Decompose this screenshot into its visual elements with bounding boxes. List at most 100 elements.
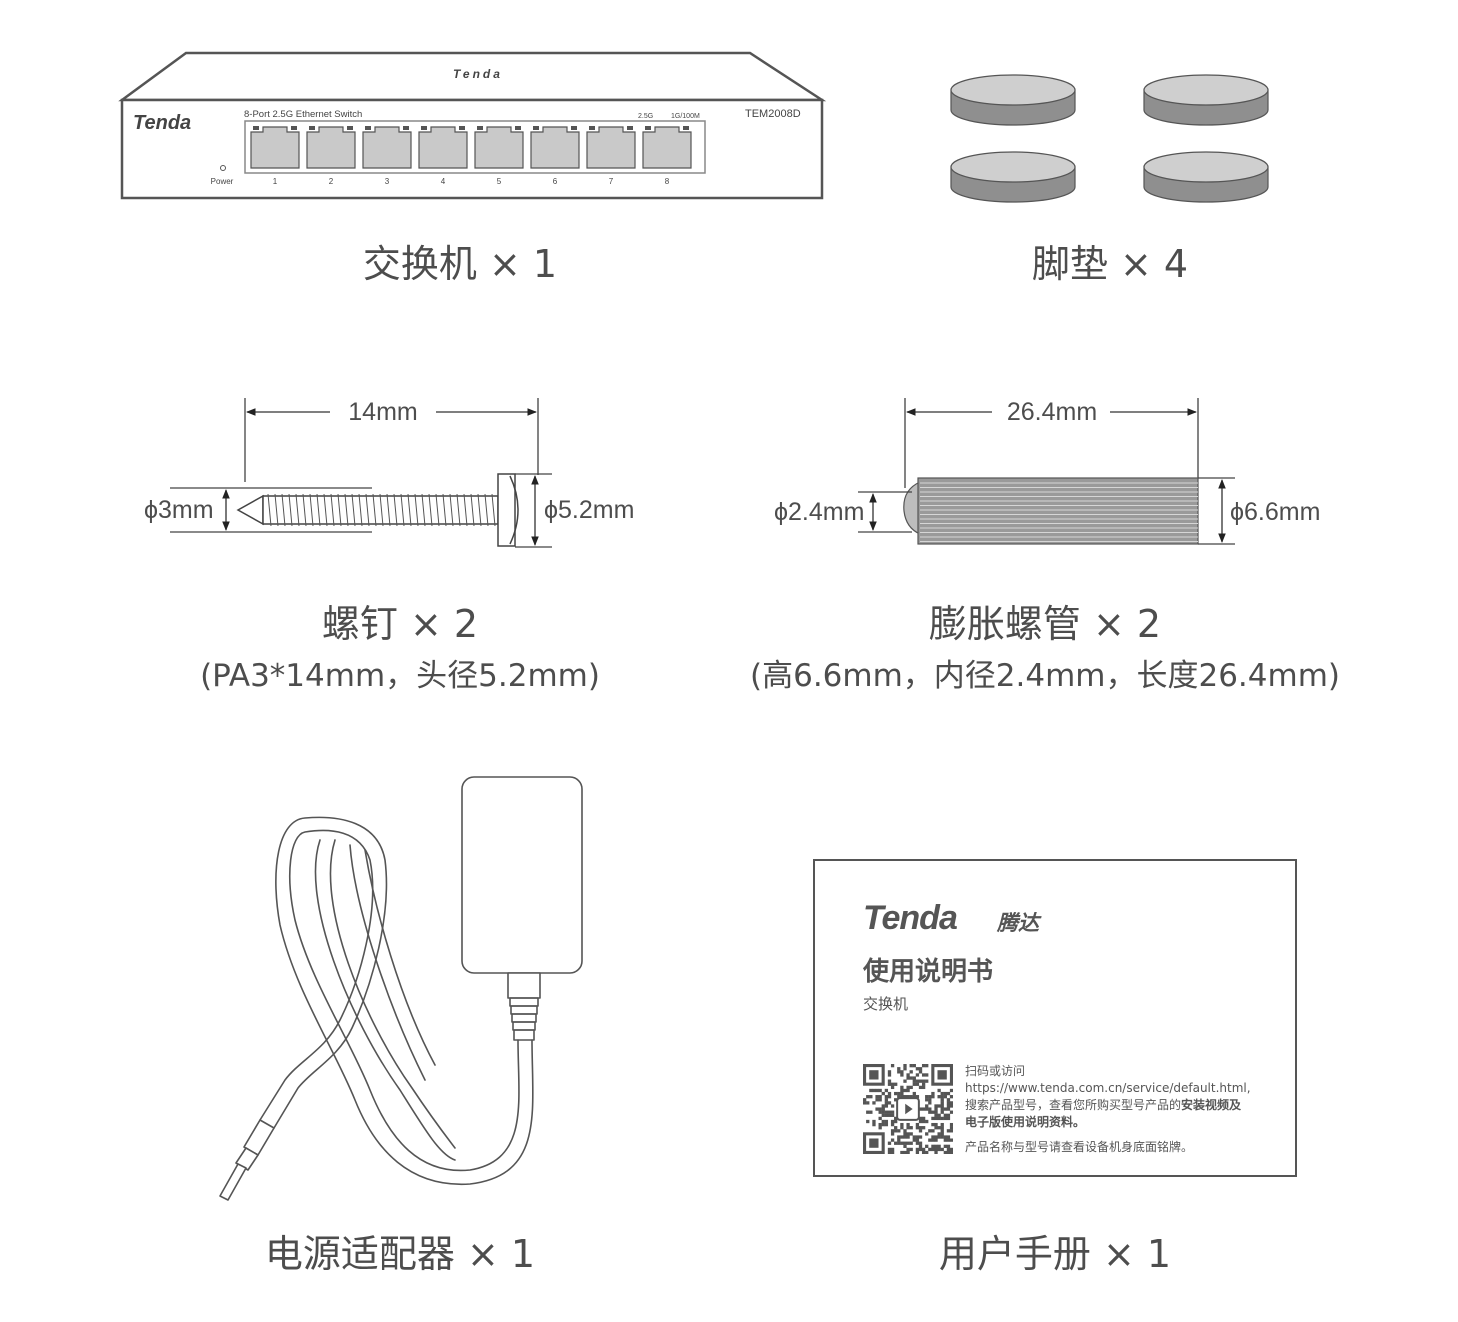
thread-line — [463, 493, 468, 527]
dc-plug-tip — [219, 1163, 247, 1201]
power-led-icon — [220, 165, 226, 171]
manual-brand-cn: 腾达 — [997, 911, 1039, 935]
port-number-label: 2 — [329, 177, 334, 186]
manual-line-nameplate: 产品名称与型号请查看设备机身底面铭牌。 — [965, 1140, 1194, 1154]
manual-brand-logo: Tenda — [863, 899, 958, 937]
adapter-body — [461, 776, 583, 974]
manual-line-docs: 电子版使用说明资料。 — [965, 1114, 1285, 1131]
port-led-left-icon — [589, 126, 595, 130]
switch-product-line: 8-Port 2.5G Ethernet Switch — [244, 109, 362, 120]
screw-shaft-diameter-label: ϕ3mm — [144, 496, 214, 524]
thread-line — [386, 493, 391, 527]
manual-subtitle: 交换机 — [863, 995, 909, 1013]
thread-line — [323, 493, 328, 527]
switch-caption: 交换机 × 1 — [362, 242, 558, 286]
manual-line-search-bold: 安装视频及 — [1181, 1098, 1242, 1112]
thread-line — [470, 493, 475, 527]
port-led-right-icon — [403, 126, 409, 130]
port-led-left-icon — [645, 126, 651, 130]
thread-line — [330, 493, 335, 527]
power-label: Power — [211, 177, 234, 186]
switch-model: TEM2008D — [745, 108, 801, 120]
thread-line — [400, 493, 405, 527]
thread-line — [302, 493, 307, 527]
screw-illustration: 14mm ϕ3mm ϕ5.2mm — [144, 398, 634, 548]
thread-line — [435, 493, 440, 527]
thread-line — [337, 493, 342, 527]
thread-line — [456, 493, 461, 527]
switch-speed-label-1: 2.5G — [638, 113, 653, 120]
port-led-right-icon — [459, 126, 465, 130]
user-manual-card: Tenda 腾达 使用说明书 交换机 扫码或访问 https://www.ten… — [813, 859, 1297, 1177]
ethernet-port-8 — [642, 126, 692, 169]
port-led-left-icon — [477, 126, 483, 130]
thread-line — [281, 493, 286, 527]
ethernet-port-5 — [474, 126, 524, 169]
manual-line-search-normal: 搜索产品型号，查看您所购买型号产品的 — [965, 1098, 1182, 1112]
ethernet-port-2 — [306, 126, 356, 169]
port-led-right-icon — [627, 126, 633, 130]
anchor-tip — [903, 481, 921, 535]
adapter-cable-outer — [259, 829, 520, 1172]
port-led-right-icon — [291, 126, 297, 130]
anchor-inner-diameter-label: ϕ2.4mm — [774, 498, 864, 526]
foot-pads-illustration — [950, 74, 1269, 203]
port-number-label: 3 — [385, 177, 390, 186]
switch-top-logo: Tenda — [453, 67, 503, 81]
qr-code-icon — [863, 1064, 953, 1154]
adapter-cable-loop-c — [349, 844, 426, 1081]
thread-line — [358, 493, 363, 527]
thread-line — [274, 493, 279, 527]
port-led-right-icon — [515, 126, 521, 130]
port-led-left-icon — [365, 126, 371, 130]
screw-threads — [267, 493, 496, 527]
anchor-length-label: 26.4mm — [1007, 398, 1097, 426]
anchor-outer-diameter-label: ϕ6.6mm — [1230, 498, 1320, 526]
ethernet-port-3 — [362, 126, 412, 169]
thread-line — [491, 493, 496, 527]
foot-pad — [1143, 74, 1269, 126]
thread-line — [295, 493, 300, 527]
port-number-label: 1 — [273, 177, 278, 186]
thread-line — [414, 493, 419, 527]
port-frame — [244, 120, 706, 174]
screw-length-label: 14mm — [348, 398, 417, 426]
adapter-strain-relief — [507, 972, 541, 999]
thread-line — [421, 493, 426, 527]
dc-plug-collar — [235, 1147, 259, 1171]
screw-head — [497, 473, 516, 547]
thread-line — [379, 493, 384, 527]
screw-spec: (PA3*14mm，头径5.2mm) — [200, 658, 600, 694]
port-led-left-icon — [253, 126, 259, 130]
thread-line — [351, 493, 356, 527]
adapter-cable-inner — [273, 816, 534, 1185]
screw-caption: 螺钉 × 2 — [321, 602, 479, 646]
port-led-left-icon — [421, 126, 427, 130]
thread-line — [442, 493, 447, 527]
adapter-cable-ridges — [509, 997, 539, 1041]
port-number-label: 7 — [609, 177, 614, 186]
adapter-cable-loop-b — [329, 839, 456, 1149]
user-manual-caption: 用户手册 × 1 — [938, 1232, 1172, 1276]
thread-line — [288, 493, 293, 527]
power-adapter-illustration — [219, 776, 583, 1201]
screw-head-diameter-label: ϕ5.2mm — [544, 496, 634, 524]
foot-pad — [950, 74, 1076, 126]
thread-line — [449, 493, 454, 527]
adapter-cable-loop-d — [364, 849, 436, 1066]
thread-line — [344, 493, 349, 527]
thread-line — [365, 493, 370, 527]
thread-line — [372, 493, 377, 527]
port-group — [250, 126, 692, 169]
anchor-ribs — [920, 482, 1198, 542]
anchor-illustration: 26.4mm ϕ2.4mm ϕ6.6mm — [774, 398, 1320, 545]
foot-pads-caption: 脚垫 × 4 — [1031, 242, 1189, 286]
anchor-spec: (高6.6mm，内径2.4mm，长度26.4mm) — [750, 658, 1340, 694]
thread-line — [267, 493, 272, 527]
manual-line-url: https://www.tenda.com.cn/service/default… — [965, 1081, 1251, 1095]
thread-line — [428, 493, 433, 527]
adapter-cable-loop-a — [314, 839, 456, 1161]
thread-line — [309, 493, 314, 527]
port-led-left-icon — [309, 126, 315, 130]
